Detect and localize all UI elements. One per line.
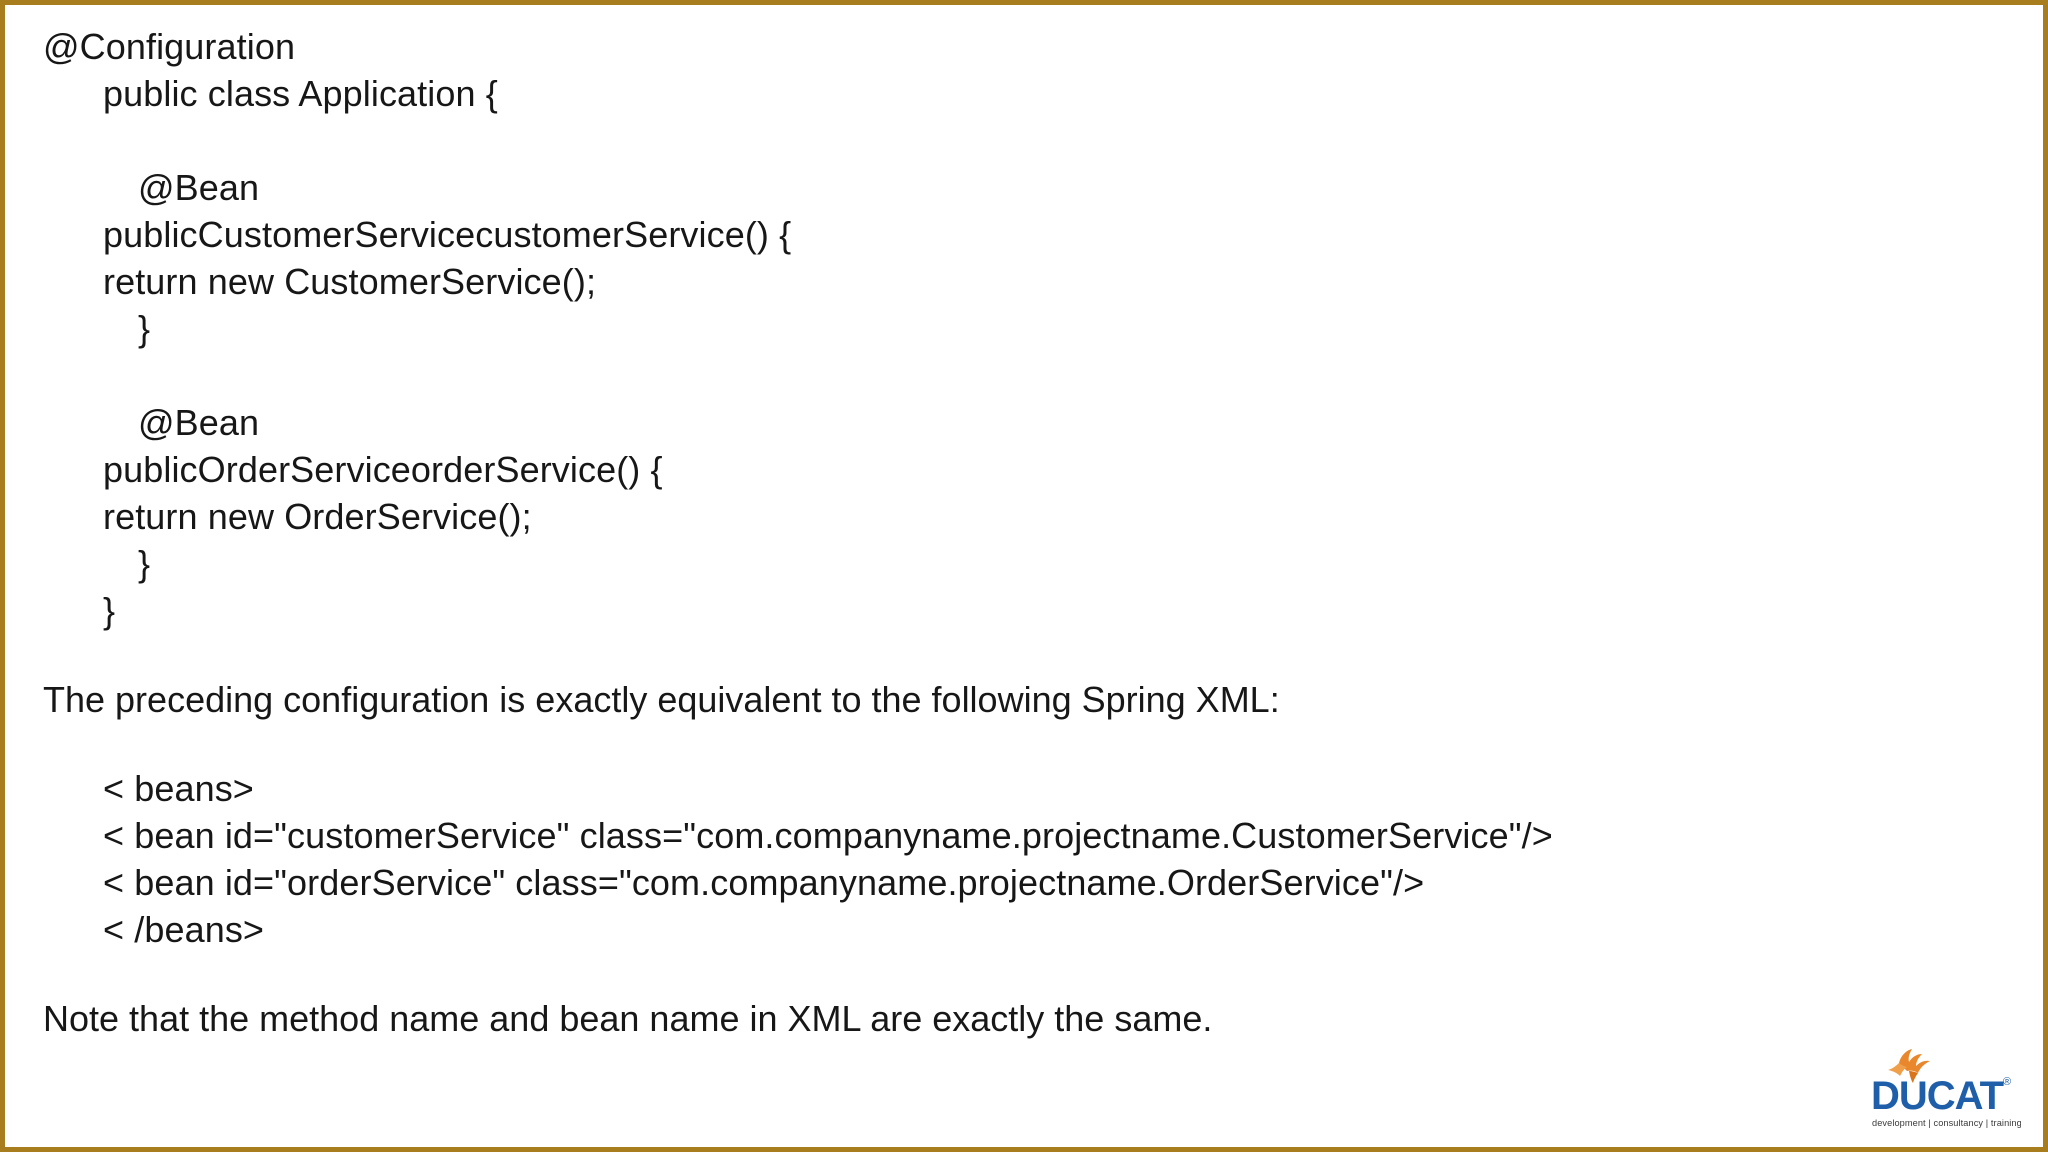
xml-line-bean-order: < bean id="orderService" class="com.comp… xyxy=(103,862,1425,903)
ducat-wordmark: DUCAT ® xyxy=(1871,1074,2011,1118)
svg-text:DUCAT: DUCAT xyxy=(1871,1074,2004,1118)
code-line-order-service-sig: publicOrderServiceorderService() { xyxy=(103,449,663,490)
xml-line-beans-close: < /beans> xyxy=(103,909,265,950)
ducat-logo: DUCAT ® development | consultancy | trai… xyxy=(1869,1047,2021,1133)
paragraph-note-same-name: Note that the method name and bean name … xyxy=(43,998,1213,1039)
code-line-customer-service-sig: publicCustomerServicecustomerService() { xyxy=(103,214,792,255)
code-line-bean-annotation-1: @Bean xyxy=(138,167,260,208)
bird-icon xyxy=(1888,1049,1930,1083)
ducat-tagline: development | consultancy | training xyxy=(1872,1118,2021,1128)
code-line-customer-service-ret: return new CustomerService(); xyxy=(103,261,597,302)
xml-line-bean-customer: < bean id="customerService" class="com.c… xyxy=(103,815,1553,856)
spacer-after-code xyxy=(43,634,2005,676)
spacer-after-xml xyxy=(43,953,2005,995)
xml-line-beans-open: < beans> xyxy=(103,768,254,809)
code-blank-line-1 xyxy=(43,117,2005,164)
code-line-bean-annotation-2: @Bean xyxy=(138,402,260,443)
paragraph-equivalent-xml: The preceding configuration is exactly e… xyxy=(43,679,1280,720)
svg-text:development | consultancy | tr: development | consultancy | training xyxy=(1872,1118,2021,1128)
svg-text:®: ® xyxy=(2003,1076,2011,1088)
xml-code-block: < beans> < bean id="customerService" cla… xyxy=(43,765,2005,953)
code-blank-line-2 xyxy=(43,352,2005,399)
code-line-close-brace-2: } xyxy=(138,543,151,584)
code-line-close-brace-1: } xyxy=(138,308,151,349)
code-line-configuration: @Configuration xyxy=(43,26,296,67)
spacer-before-xml xyxy=(43,723,2005,765)
code-line-close-brace-class: } xyxy=(103,590,116,631)
java-code-block: @Configuration public class Application … xyxy=(43,23,2005,634)
code-line-class-declaration: public class Application { xyxy=(103,73,498,114)
slide-content: @Configuration public class Application … xyxy=(43,23,2005,1042)
code-line-order-service-ret: return new OrderService(); xyxy=(103,496,532,537)
